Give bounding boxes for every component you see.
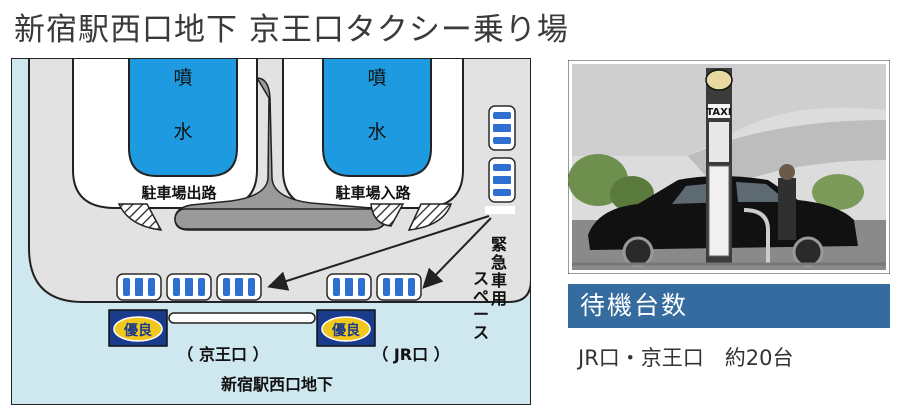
- excellent-badge-right: 優良: [316, 309, 376, 347]
- emergency-char-1: 緊: [491, 235, 507, 254]
- taxi-sign-text: TAXI: [706, 107, 731, 118]
- direction-arrow-right: [422, 217, 492, 289]
- fountain-left-char-1: 噴: [173, 67, 192, 89]
- photo-svg: TAXI: [567, 59, 891, 275]
- space-char-1: ス: [473, 269, 489, 288]
- map-svg: 噴 水 噴 水 駐車場出路 駐車場入路 緊 急 車 用 ス ペ ー ス: [11, 58, 531, 405]
- taxi-horizontal: [166, 273, 212, 301]
- keio-exit-label: （ 京王口 ）: [177, 345, 268, 364]
- space-char-4: ス: [473, 323, 489, 342]
- space-char-2: ペ: [473, 287, 489, 306]
- divider-bar: [174, 208, 386, 230]
- area-label: 新宿駅西口地下: [221, 375, 333, 394]
- waiting-count-text: JR口・京王口 約20台: [578, 346, 794, 370]
- space-char-3: ー: [473, 305, 489, 324]
- fountain-water-left: [128, 58, 238, 177]
- taxi-horizontal: [216, 273, 262, 301]
- hatch-middle: [370, 203, 405, 227]
- taxi-horizontal: [326, 273, 372, 301]
- taxi-vertical: [488, 105, 516, 151]
- taxi-horizontal: [376, 273, 422, 301]
- excellent-badge-left: 優良: [108, 309, 168, 347]
- taxi-stand-photo: TAXI: [567, 59, 891, 275]
- parking-exit-label: 駐車場出路: [141, 184, 217, 202]
- badge-left-text: 優良: [123, 322, 152, 339]
- fountain-water-right: [322, 58, 432, 177]
- emergency-char-3: 車: [491, 271, 507, 290]
- badge-right-text: 優良: [331, 322, 360, 339]
- fountain-right-char-1: 噴: [367, 67, 386, 89]
- taxi-horizontal: [116, 273, 162, 301]
- hatch-left: [117, 203, 163, 231]
- parking-entrance-label: 駐車場入路: [335, 184, 411, 202]
- direction-arrow-left: [267, 215, 490, 291]
- jr-exit-label: （ JR口 ）: [372, 345, 449, 364]
- waiting-count-heading: 待機台数: [568, 284, 890, 328]
- emergency-char-2: 急: [491, 253, 507, 272]
- page-title: 新宿駅西口地下 京王口タクシー乗り場: [14, 12, 569, 48]
- boarding-platform: [168, 312, 316, 324]
- taxi-stand-map: 噴 水 噴 水 駐車場出路 駐車場入路 緊 急 車 用 ス ペ ー ス: [11, 58, 531, 405]
- emergency-char-4: 用: [491, 289, 507, 308]
- fountain-left-char-2: 水: [173, 121, 192, 143]
- taxi-slot-marker: [485, 206, 515, 214]
- taxi-vertical: [488, 157, 516, 203]
- fountain-right-char-2: 水: [367, 121, 386, 143]
- hatch-right: [407, 203, 453, 231]
